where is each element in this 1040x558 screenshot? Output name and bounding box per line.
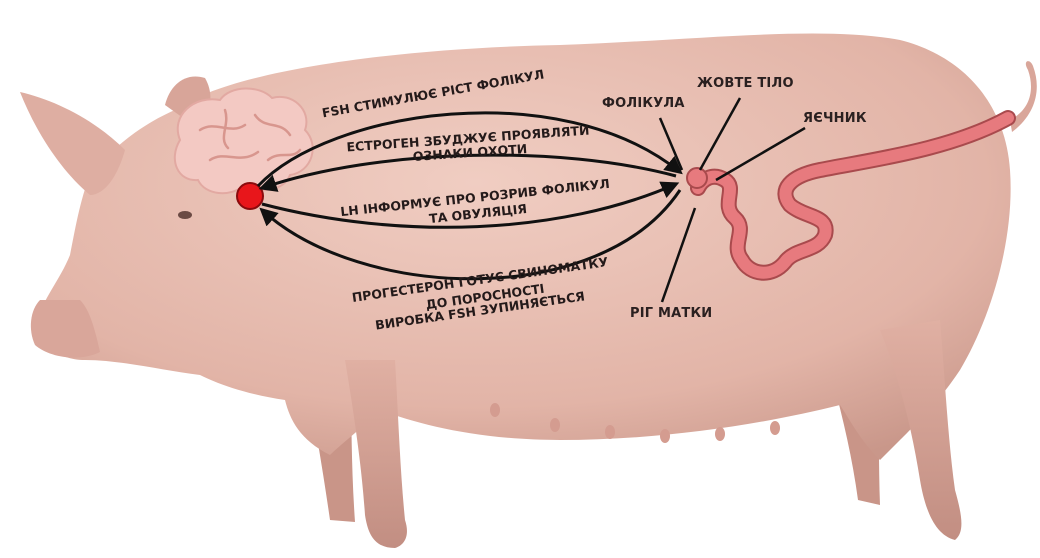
follicle-label: ФОЛІКУЛА	[602, 96, 685, 111]
pig-ear-near	[20, 92, 125, 195]
pig-eye	[178, 211, 192, 219]
corpus-luteum-label: ЖОВТЕ ТІЛО	[697, 76, 794, 91]
ovary-label: ЯЄЧНИК	[803, 111, 867, 126]
ovary-icon	[687, 168, 707, 188]
uterine-horn-label: РІГ МАТКИ	[630, 306, 712, 321]
